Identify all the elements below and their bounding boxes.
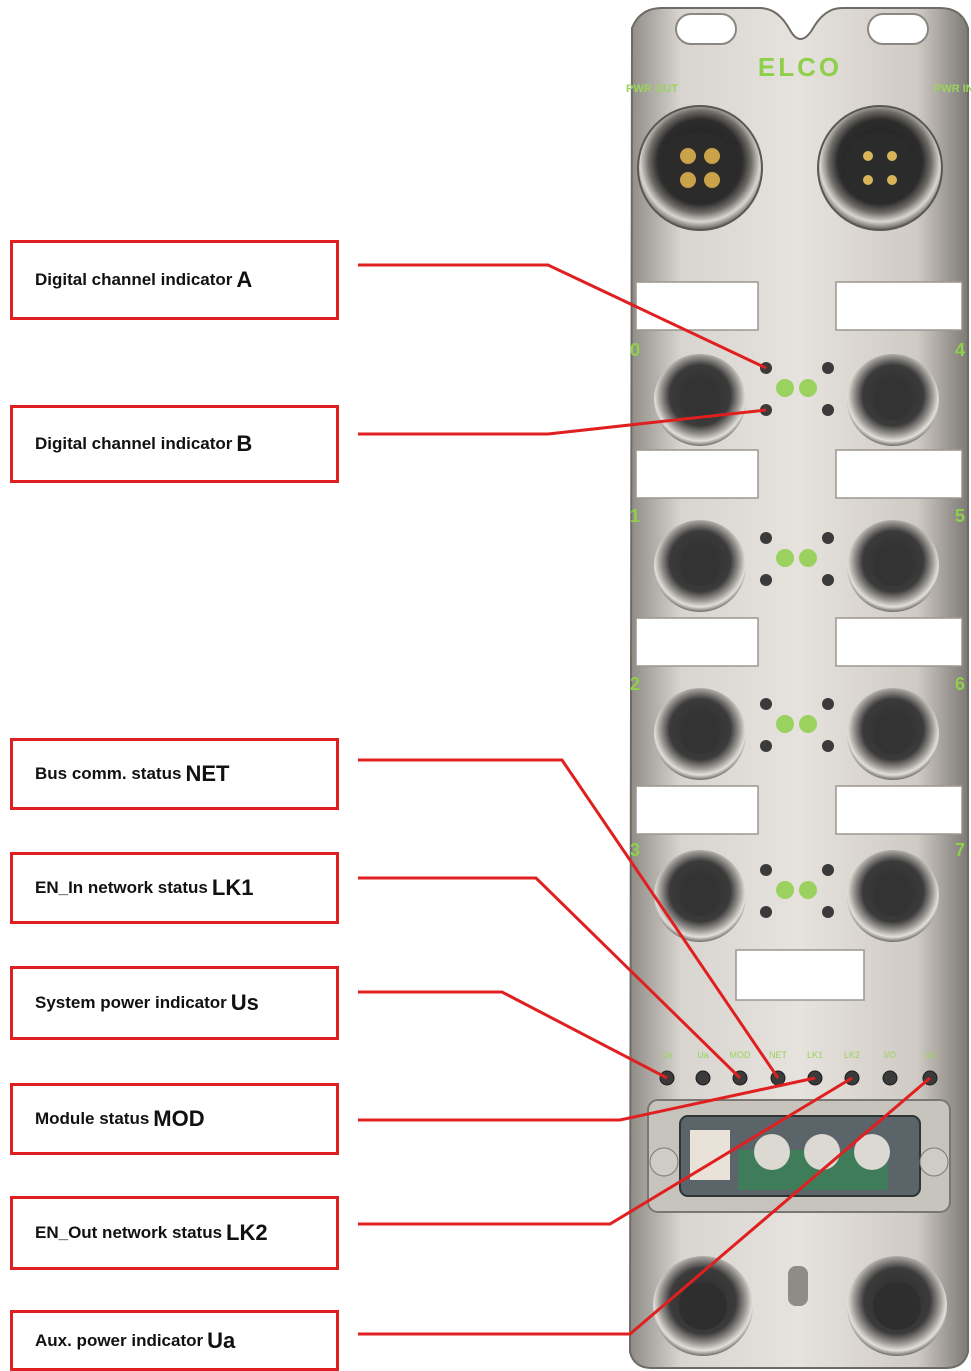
status-led-label: NET <box>769 1050 788 1060</box>
port-number: 2 <box>630 674 640 694</box>
led-net <box>770 1070 786 1086</box>
callout-en-in-lk1: EN_In network status LK1 <box>10 852 339 924</box>
pwr-in-label: PWR IN <box>934 83 971 95</box>
callout-bus-comm-net: Bus comm. status NET <box>10 738 339 810</box>
led-io <box>882 1070 898 1086</box>
callout-code: NET <box>185 761 230 786</box>
status-led-label: LK2 <box>844 1050 860 1060</box>
callout-label: Digital channel indicator <box>35 434 233 453</box>
callout-code: LK2 <box>226 1220 268 1245</box>
status-led-label: Ua <box>924 1050 936 1060</box>
port-number: 4 <box>955 340 965 360</box>
callout-code: A <box>236 267 253 292</box>
callout-code: LK1 <box>211 875 254 900</box>
screw-left <box>649 1147 679 1177</box>
port-number: 0 <box>630 340 640 360</box>
brand-logo: ELCO <box>758 52 842 82</box>
callout-system-power-us: System power indicator Us <box>10 966 339 1040</box>
callout-digital-channel-b: Digital channel indicator B <box>10 405 339 483</box>
callout-code: Us <box>230 990 259 1015</box>
led-ua-2 <box>922 1070 938 1086</box>
led-mod <box>732 1070 748 1086</box>
led-ua-1 <box>695 1070 711 1086</box>
status-led-label: Us <box>662 1050 673 1060</box>
status-led-label: Ua <box>697 1050 709 1060</box>
green-port-symbols <box>776 379 817 899</box>
callout-code: MOD <box>153 1106 205 1131</box>
status-led-label: MOD <box>730 1050 751 1060</box>
led-lk1 <box>807 1070 823 1086</box>
callout-label: Digital channel indicator <box>35 270 233 289</box>
power-out-connector <box>637 105 763 231</box>
callout-label: EN_Out network status <box>35 1223 223 1242</box>
led-lk2 <box>844 1070 860 1086</box>
callout-label: Bus comm. status <box>35 764 182 783</box>
callout-en-out-lk2: EN_Out network status LK2 <box>10 1196 339 1270</box>
port-number: 6 <box>955 674 965 694</box>
status-led-label: I/O <box>884 1050 896 1060</box>
led-us <box>659 1070 675 1086</box>
callout-label: System power indicator <box>35 993 227 1012</box>
rotary-switch-window <box>647 1099 951 1213</box>
pwr-out-label: PWR OUT <box>626 83 678 95</box>
callout-aux-power-ua: Aux. power indicator Ua <box>10 1310 339 1371</box>
power-in-connector <box>817 105 943 231</box>
callout-label: Module status <box>35 1109 150 1128</box>
callout-module-status-mod: Module status MOD <box>10 1083 339 1155</box>
port-number: 1 <box>630 506 640 526</box>
port-number: 3 <box>630 840 640 860</box>
callout-label: Aux. power indicator <box>35 1330 204 1350</box>
port-number: 5 <box>955 506 965 526</box>
port-number: 7 <box>955 840 965 860</box>
callout-label: EN_In network status <box>35 878 208 897</box>
callout-code: B <box>236 431 253 456</box>
status-led-label: LK1 <box>807 1050 823 1060</box>
callout-digital-channel-a: Digital channel indicator A <box>10 240 339 320</box>
screw-right <box>919 1147 949 1177</box>
callout-code: Ua <box>207 1327 236 1353</box>
